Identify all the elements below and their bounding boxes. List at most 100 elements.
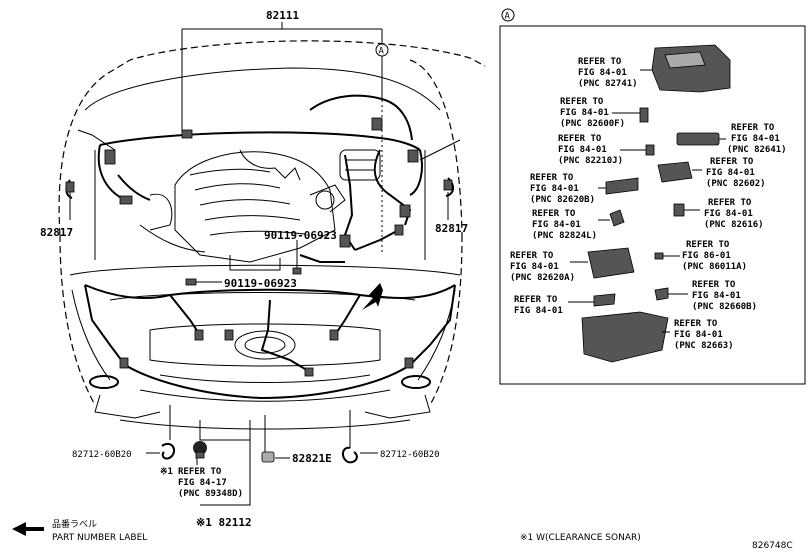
ref-line1: REFER TO [558,134,602,144]
ref-line2: FIG 84-01 [692,291,741,301]
figure-id: 826748C [752,541,793,551]
ref-line1: REFER TO [686,240,730,250]
ref-line3: (PNC 82616) [704,220,764,230]
ref-line2: FIG 84-01 [530,184,579,194]
inset-ref-82600F: REFER TO FIG 84-01 (PNC 82600F) [560,97,625,129]
ref-line2: FIG 84-01 [514,306,563,316]
part-label-82112: ※1 82112 [196,516,252,529]
inset-ref-82663: REFER TO FIG 84-01 (PNC 82663) [674,319,734,351]
connector-82660B-icon [654,287,669,301]
connector-82600F-icon [639,107,649,123]
ref-line1: REFER TO [578,57,622,67]
connector-82210J-icon [645,144,655,156]
inset-ref-82641: REFER TO FIG 84-01 (PNC 82641) [727,123,787,155]
inset-callout-label: A [505,12,511,22]
ref-line1: REFER TO [530,173,574,183]
ref-line3: (PNC 86011A) [682,262,747,272]
ref-line1: REFER TO [560,97,604,107]
part-label-clip-upper: 90119-06923 [264,229,337,242]
inset-frame [499,25,806,385]
ref-line1: REFER TO [510,251,554,261]
inset-ref-84-01: REFER TO FIG 84-01 [514,295,563,316]
inset-ref-82210J: REFER TO FIG 84-01 (PNC 82210J) [558,134,623,166]
ref-line3: (PNC 82641) [727,145,787,155]
inset-ref-82616: REFER TO FIG 84-01 (PNC 82616) [704,198,764,230]
clamp-right-icon [342,446,358,464]
sonar-connector-icon [193,441,207,459]
plug-82821E-icon [261,451,275,463]
sonar-ref-prefix: ※1 [160,467,173,477]
harness-82111 [84,94,456,400]
ref-line2: FIG 84-01 [578,68,627,78]
ref-line3: (PNC 82660B) [692,302,757,312]
direction-arrow-icon [362,283,383,310]
part-label-82817-left: 82817 [40,226,73,239]
callout-a-circle [375,43,389,57]
ref-line3: (PNC 82602) [706,179,766,189]
ref-line2: FIG 84-01 [674,330,723,340]
ref-line2: FIG 84-01 [560,108,609,118]
ref-line1: REFER TO [710,157,754,167]
arrow-left-icon [12,522,44,536]
part-label-clamp-left: 82712-60B20 [72,450,132,460]
ref-line3: (PNC 82620A) [510,273,575,283]
leader-lines [69,22,449,506]
part-label-clamp-right: 82712-60B20 [380,450,440,460]
ref-line2: FIG 84-01 [558,145,607,155]
part-label-82817-right: 82817 [435,222,468,235]
inset-ref-82602: REFER TO FIG 84-01 (PNC 82602) [706,157,766,189]
ref-line1: REFER TO [692,280,736,290]
ref-line3: (PNC 82620B) [530,195,595,205]
ref-line1: REFER TO [708,198,752,208]
harness-connectors [104,117,419,377]
ref-line2: FIG 86-01 [682,251,731,261]
sonar-ref-line1: REFER TO [178,467,222,477]
sonar-reference: ※1 REFER TO FIG 84-17 (PNC 89348D) [160,467,243,499]
callout-a-label: A [379,47,385,57]
ref-line1: REFER TO [674,319,718,329]
ref-line2: FIG 84-01 [706,168,755,178]
ref-line1: REFER TO [532,209,576,219]
clamp-left-icon [161,442,176,460]
ref-line3: (PNC 82741) [578,79,638,89]
connector-82620A-icon [587,247,635,279]
engine-block [139,149,381,271]
connector-82616-icon [673,203,685,217]
connector-82602-icon [657,161,693,183]
ref-line2: FIG 84-01 [532,220,581,230]
part-number-label-legend: 品番ラベル PART NUMBER LABEL [12,518,147,543]
legend-jp: 品番ラベル [52,518,97,530]
ref-line2: FIG 84-01 [731,134,780,144]
sonar-ref-line3: (PNC 89348D) [178,489,243,499]
relay-block-82741-icon [651,44,731,93]
part-label-82111: 82111 [266,9,299,22]
inset-ref-86011A: REFER TO FIG 86-01 (PNC 86011A) [682,240,747,272]
inset-ref-82660B: REFER TO FIG 84-01 (PNC 82660B) [692,280,757,312]
side-wire-82817-right [443,177,454,197]
sonar-ref-line2: FIG 84-17 [178,478,227,488]
ref-line3: (PNC 82824L) [532,231,597,241]
part-label-clip-lower: 90119-06923 [224,277,297,290]
ref-line2: FIG 84-01 [704,209,753,219]
clip-90119-lower [185,278,206,286]
fuse-block-82663-icon [581,311,669,363]
ref-line2: FIG 84-01 [510,262,559,272]
inset-callout-circle [501,8,515,22]
connector-84-01-icon [593,293,616,307]
ref-line3: (PNC 82663) [674,341,734,351]
ref-line3: (PNC 82210J) [558,156,623,166]
legend-en: PART NUMBER LABEL [52,533,147,543]
connector-86011A-icon [654,252,664,260]
connector-82824L-icon [609,209,625,227]
ref-line1: REFER TO [514,295,558,305]
inset-ref-82620A: REFER TO FIG 84-01 (PNC 82620A) [510,251,575,283]
connector-82641-icon [676,132,720,146]
footnote: ※1 W(CLEARANCE SONAR) [520,533,641,543]
ref-line1: REFER TO [731,123,775,133]
part-label-82821E: 82821E [292,452,332,465]
inset-ref-82741: REFER TO FIG 84-01 (PNC 82741) [578,57,638,89]
connector-82620B-icon [605,177,639,195]
inset-ref-82620B: REFER TO FIG 84-01 (PNC 82620B) [530,173,595,205]
ref-line3: (PNC 82600F) [560,119,625,129]
